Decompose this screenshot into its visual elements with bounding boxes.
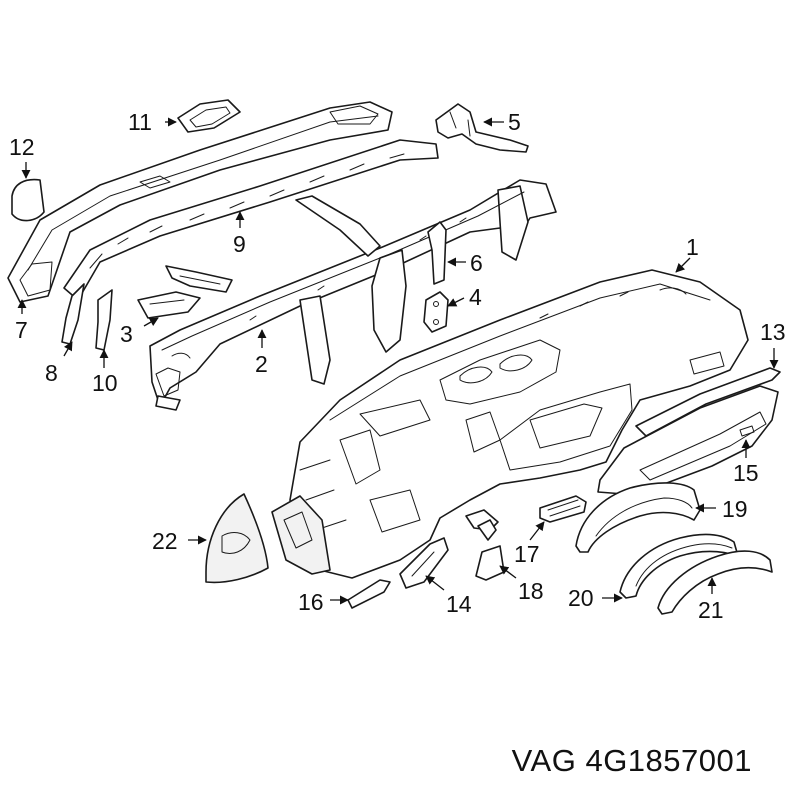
callout-19: 19 bbox=[722, 496, 748, 522]
callout-2: 2 bbox=[255, 351, 268, 377]
callout-10: 10 bbox=[92, 370, 118, 396]
part-1-instrument-panel bbox=[271, 269, 749, 579]
part-14-trim-panel bbox=[399, 537, 449, 589]
callout-17: 17 bbox=[514, 541, 540, 567]
part-9-defroster-strip bbox=[63, 139, 439, 301]
part-10-side-trim bbox=[95, 289, 113, 351]
callout-1: 1 bbox=[686, 234, 699, 260]
part-number-caption: VAG 4G1857001 bbox=[511, 743, 752, 778]
leader-1 bbox=[675, 257, 691, 273]
callout-20: 20 bbox=[568, 585, 594, 611]
callout-12: 12 bbox=[9, 134, 35, 160]
callout-11: 11 bbox=[128, 109, 152, 135]
callout-9: 9 bbox=[233, 231, 246, 257]
callout-14: 14 bbox=[446, 591, 472, 617]
part-7-upper-cover bbox=[7, 101, 393, 303]
leader-3 bbox=[143, 317, 159, 327]
callout-4: 4 bbox=[469, 284, 482, 310]
callout-5: 5 bbox=[508, 109, 521, 135]
callout-labels: 11 12 5 9 6 1 4 7 3 2 13 8 10 15 19 22 1… bbox=[9, 109, 786, 623]
leader-14 bbox=[425, 575, 445, 591]
callout-22: 22 bbox=[152, 528, 178, 554]
part-6-bracket bbox=[427, 221, 447, 285]
part-12-end-cap bbox=[11, 178, 45, 222]
leader-4 bbox=[447, 297, 465, 307]
callout-18: 18 bbox=[518, 578, 544, 604]
part-15-glovebox bbox=[597, 385, 779, 495]
leader-18 bbox=[499, 565, 517, 579]
callout-8: 8 bbox=[45, 360, 58, 386]
callout-15: 15 bbox=[733, 460, 759, 486]
part-2-cross-car-beam bbox=[149, 179, 557, 411]
part-5-bracket bbox=[435, 103, 529, 153]
part-3-bracket bbox=[137, 265, 233, 319]
callout-16: 16 bbox=[298, 589, 324, 615]
callout-21: 21 bbox=[698, 597, 724, 623]
leader-8 bbox=[63, 341, 73, 357]
part-16-strip bbox=[347, 579, 391, 609]
callout-13: 13 bbox=[760, 319, 786, 345]
part-11-center-vent bbox=[177, 99, 241, 133]
part-4-plate bbox=[423, 291, 449, 333]
part-22-end-panel bbox=[205, 493, 269, 584]
part-17-switch bbox=[539, 495, 587, 523]
callout-7: 7 bbox=[15, 317, 28, 343]
leader-lines bbox=[17, 117, 779, 605]
part-21-lower-trim bbox=[657, 550, 773, 615]
part-18-bracket bbox=[475, 545, 505, 581]
callout-6: 6 bbox=[470, 250, 483, 276]
callout-3: 3 bbox=[120, 321, 133, 347]
leader-17 bbox=[529, 521, 545, 541]
